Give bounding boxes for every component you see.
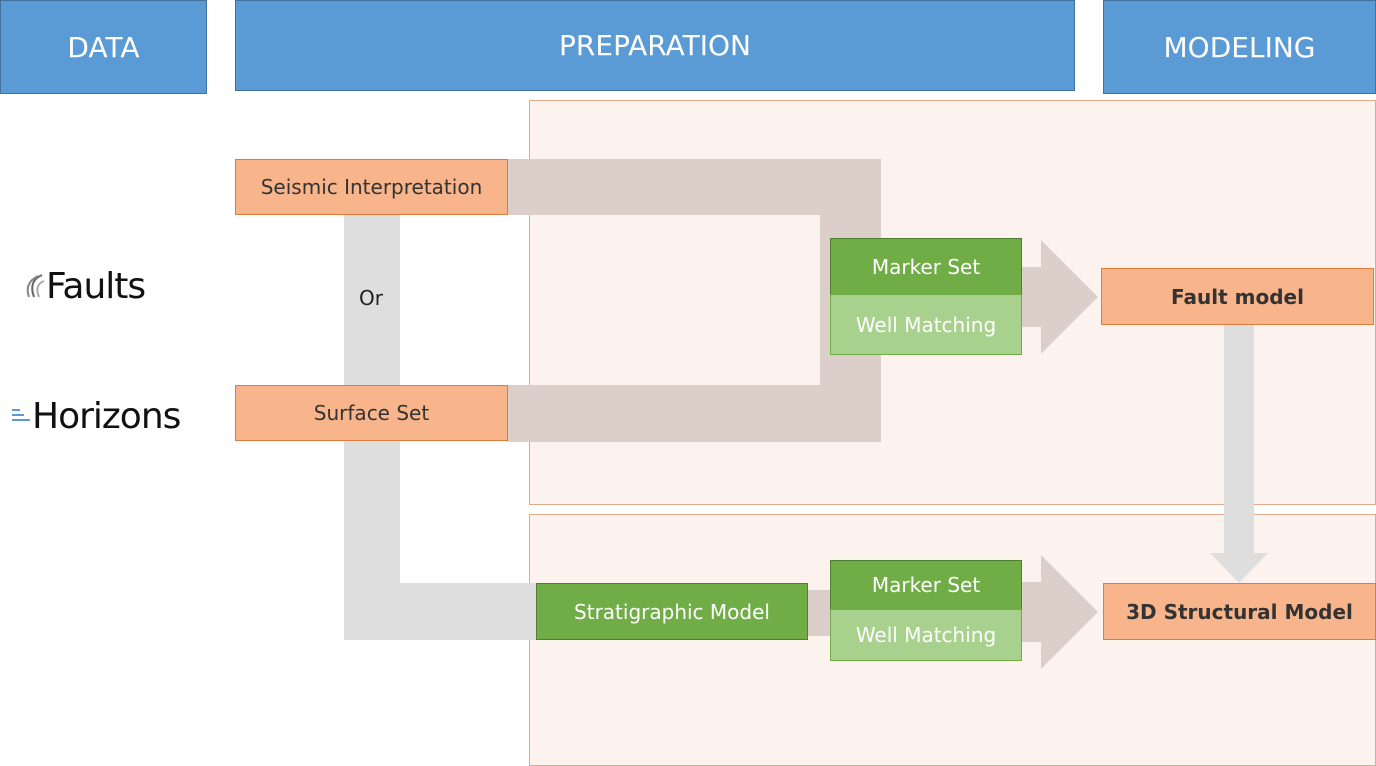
surface-set-label: Surface Set (313, 401, 430, 425)
seismic-interpretation-box: Seismic Interpretation (235, 159, 508, 215)
fault-model-label: Fault model (1171, 284, 1304, 309)
header-data: DATA (0, 0, 207, 94)
seismic-connector (507, 159, 881, 215)
header-preparation: PREPARATION (235, 0, 1075, 91)
surface-set-box: Surface Set (235, 385, 508, 441)
data-horizons: Horizons (10, 392, 210, 440)
stratigraphic-model-box: Stratigraphic Model (536, 583, 808, 640)
well-matching-box-top: Well Matching (830, 294, 1022, 355)
header-modeling-label: MODELING (1163, 30, 1316, 64)
horizons-label: Horizons (32, 395, 181, 437)
strat-to-marker-connector (806, 590, 832, 636)
marker-set-box-top: Marker Set (830, 238, 1022, 295)
marker-set-box-bottom: Marker Set (830, 560, 1022, 610)
fault-model-box: Fault model (1101, 268, 1374, 325)
structural-model-box: 3D Structural Model (1103, 583, 1376, 640)
arrow-to-fault-model (1020, 240, 1098, 354)
arrow-fault-to-structural (1210, 323, 1268, 583)
marker-set-label-bottom: Marker Set (871, 573, 981, 597)
or-label: Or (359, 286, 383, 310)
header-data-label: DATA (67, 30, 140, 64)
surface-connector (507, 385, 881, 442)
well-matching-box-bottom: Well Matching (830, 609, 1022, 661)
stratigraphic-model-label: Stratigraphic Model (574, 599, 770, 624)
faults-icon (26, 274, 45, 298)
data-faults: Faults (20, 262, 200, 310)
arrow-to-structural-model (1020, 555, 1098, 669)
or-connector-horizontal (344, 583, 539, 640)
marker-set-label-top: Marker Set (871, 254, 981, 279)
structural-model-label: 3D Structural Model (1126, 599, 1353, 624)
header-preparation-label: PREPARATION (559, 29, 751, 62)
header-modeling: MODELING (1103, 0, 1376, 94)
faults-label: Faults (46, 265, 146, 307)
well-matching-label-bottom: Well Matching (855, 623, 997, 647)
seismic-interpretation-label: Seismic Interpretation (260, 175, 483, 199)
well-matching-label-top: Well Matching (855, 312, 997, 337)
horizons-icon (12, 409, 30, 421)
